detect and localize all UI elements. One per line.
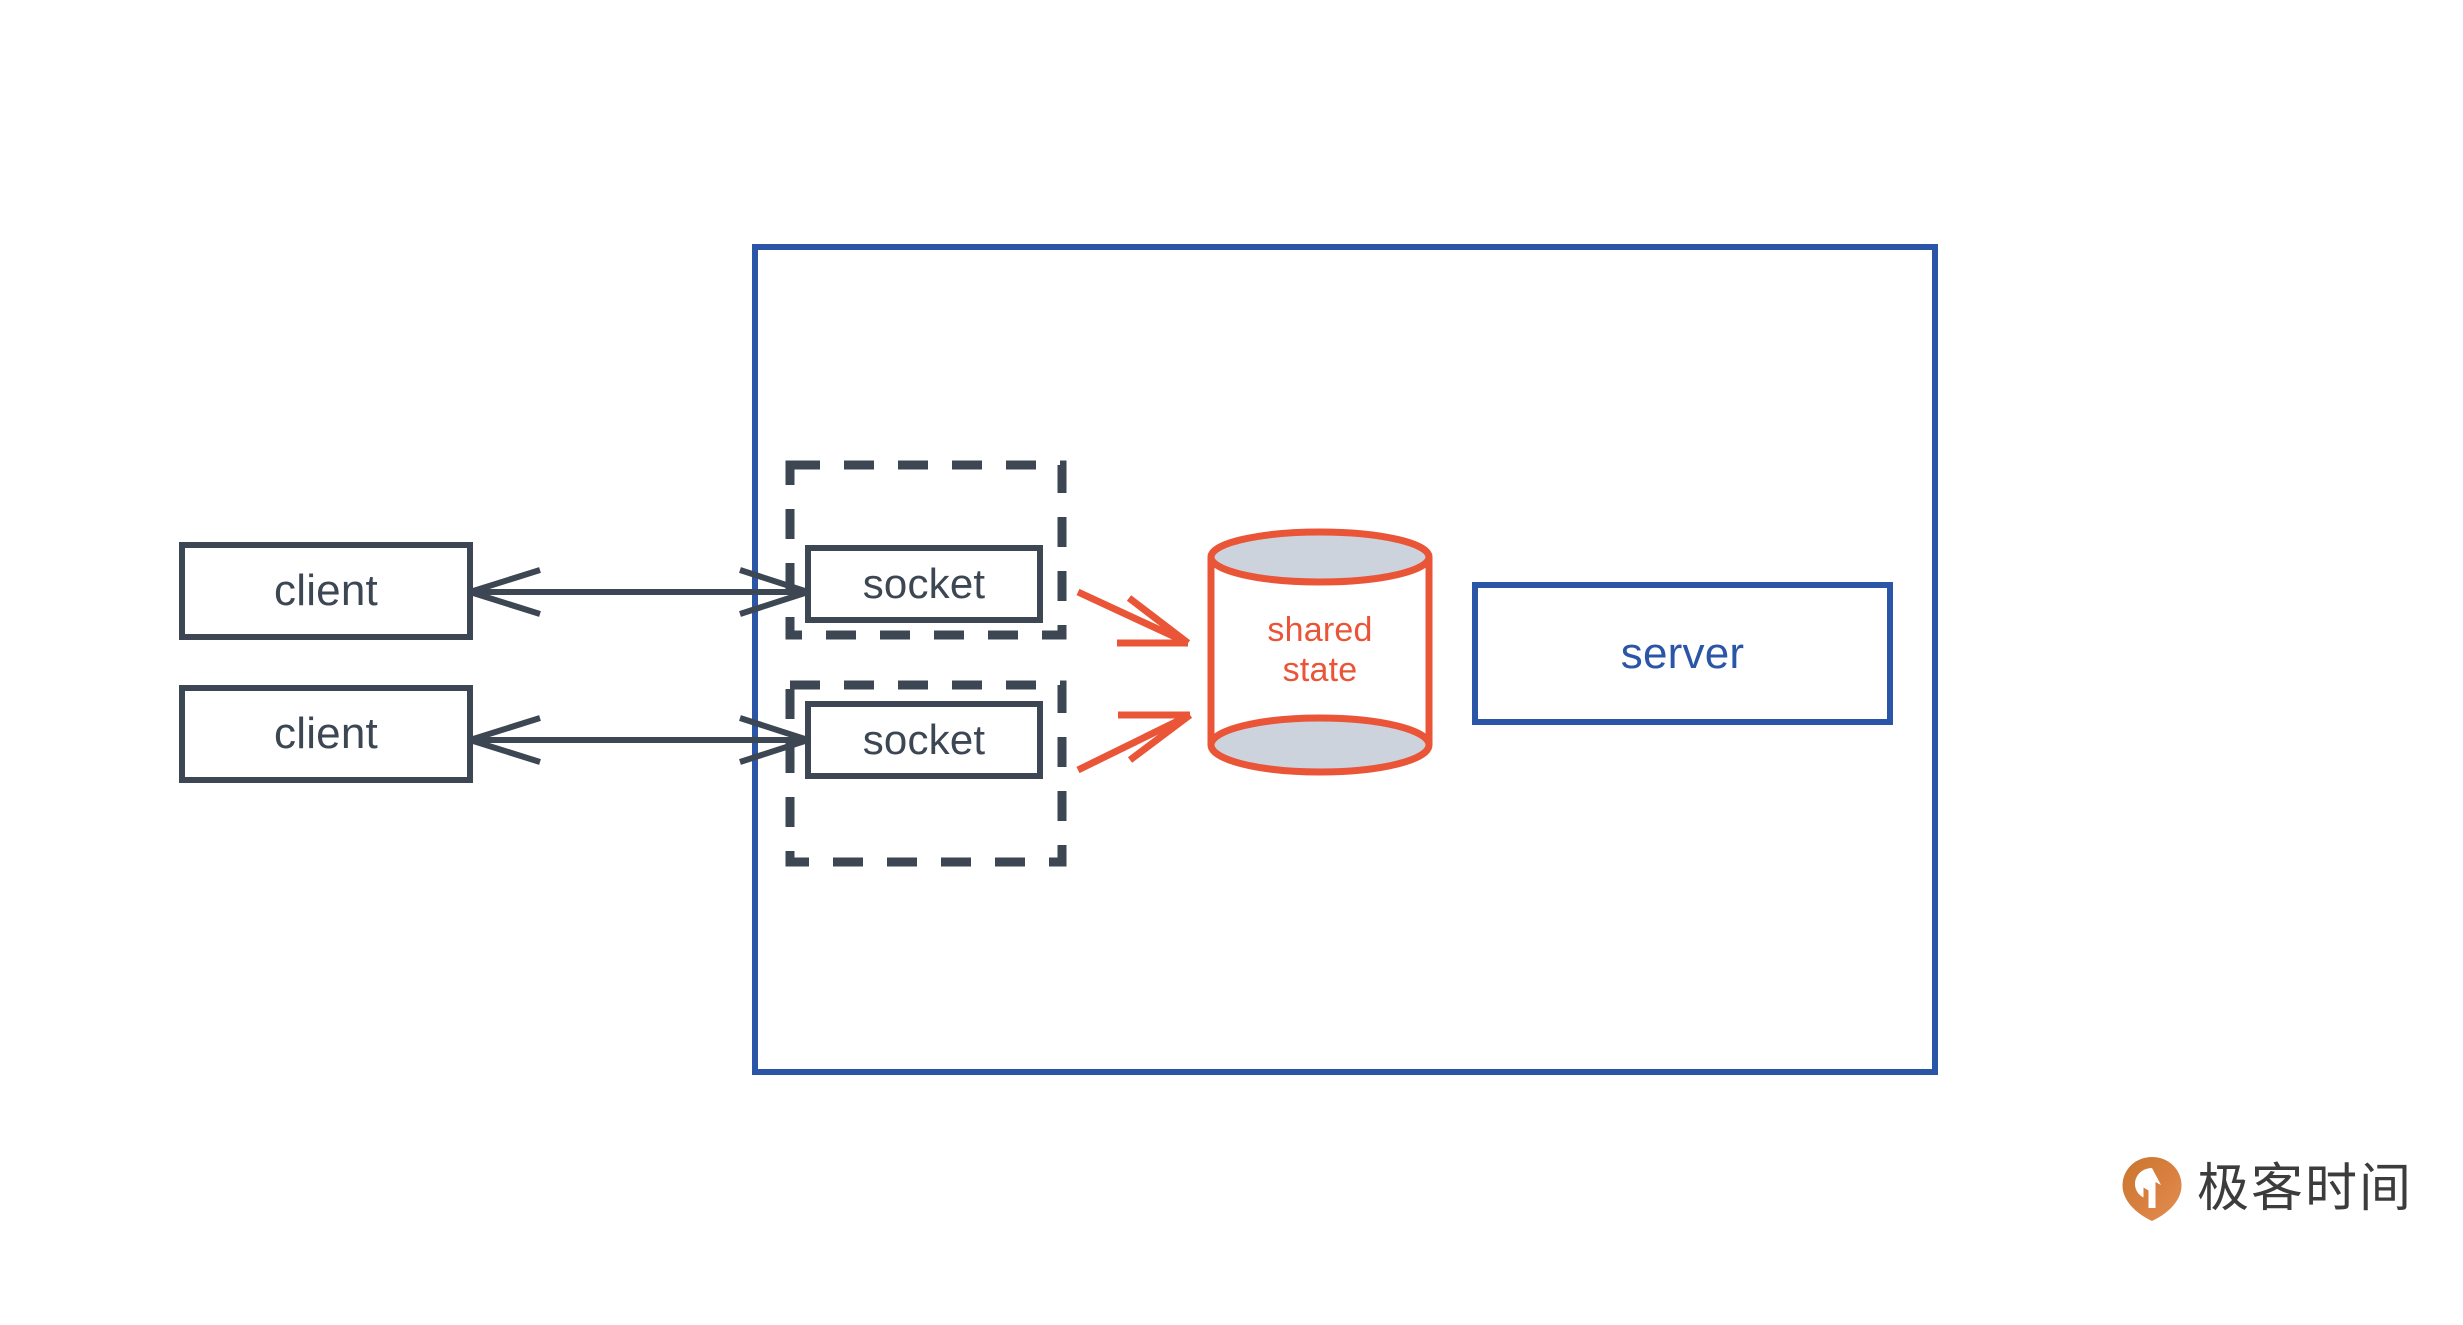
connector-client2-socket2 xyxy=(469,715,809,765)
server-process-boundary xyxy=(752,244,1938,1075)
client-box-1[interactable] xyxy=(179,542,473,640)
socket-box-1[interactable] xyxy=(805,545,1043,623)
brand-logo-text: 极客时间 xyxy=(2197,1159,2414,1219)
socket-box-2[interactable] xyxy=(805,701,1043,779)
socket-group-box-1 xyxy=(785,460,1067,640)
connector-socket2-shared-state xyxy=(1076,711,1193,774)
client-box-2[interactable] xyxy=(179,685,473,783)
socket-group-box-2 xyxy=(785,680,1067,867)
connector-client1-socket1 xyxy=(469,567,809,617)
connector-socket1-shared-state xyxy=(1076,588,1191,647)
shared-state-cylinder[interactable] xyxy=(1207,528,1433,776)
cylinder-top-ellipse xyxy=(1207,528,1433,586)
geektime-pin-icon xyxy=(2122,1157,2182,1221)
brand-logo: 极客时间 xyxy=(2121,1152,2423,1226)
server-box[interactable] xyxy=(1472,582,1893,725)
cylinder-bottom-ellipse xyxy=(1207,714,1433,776)
